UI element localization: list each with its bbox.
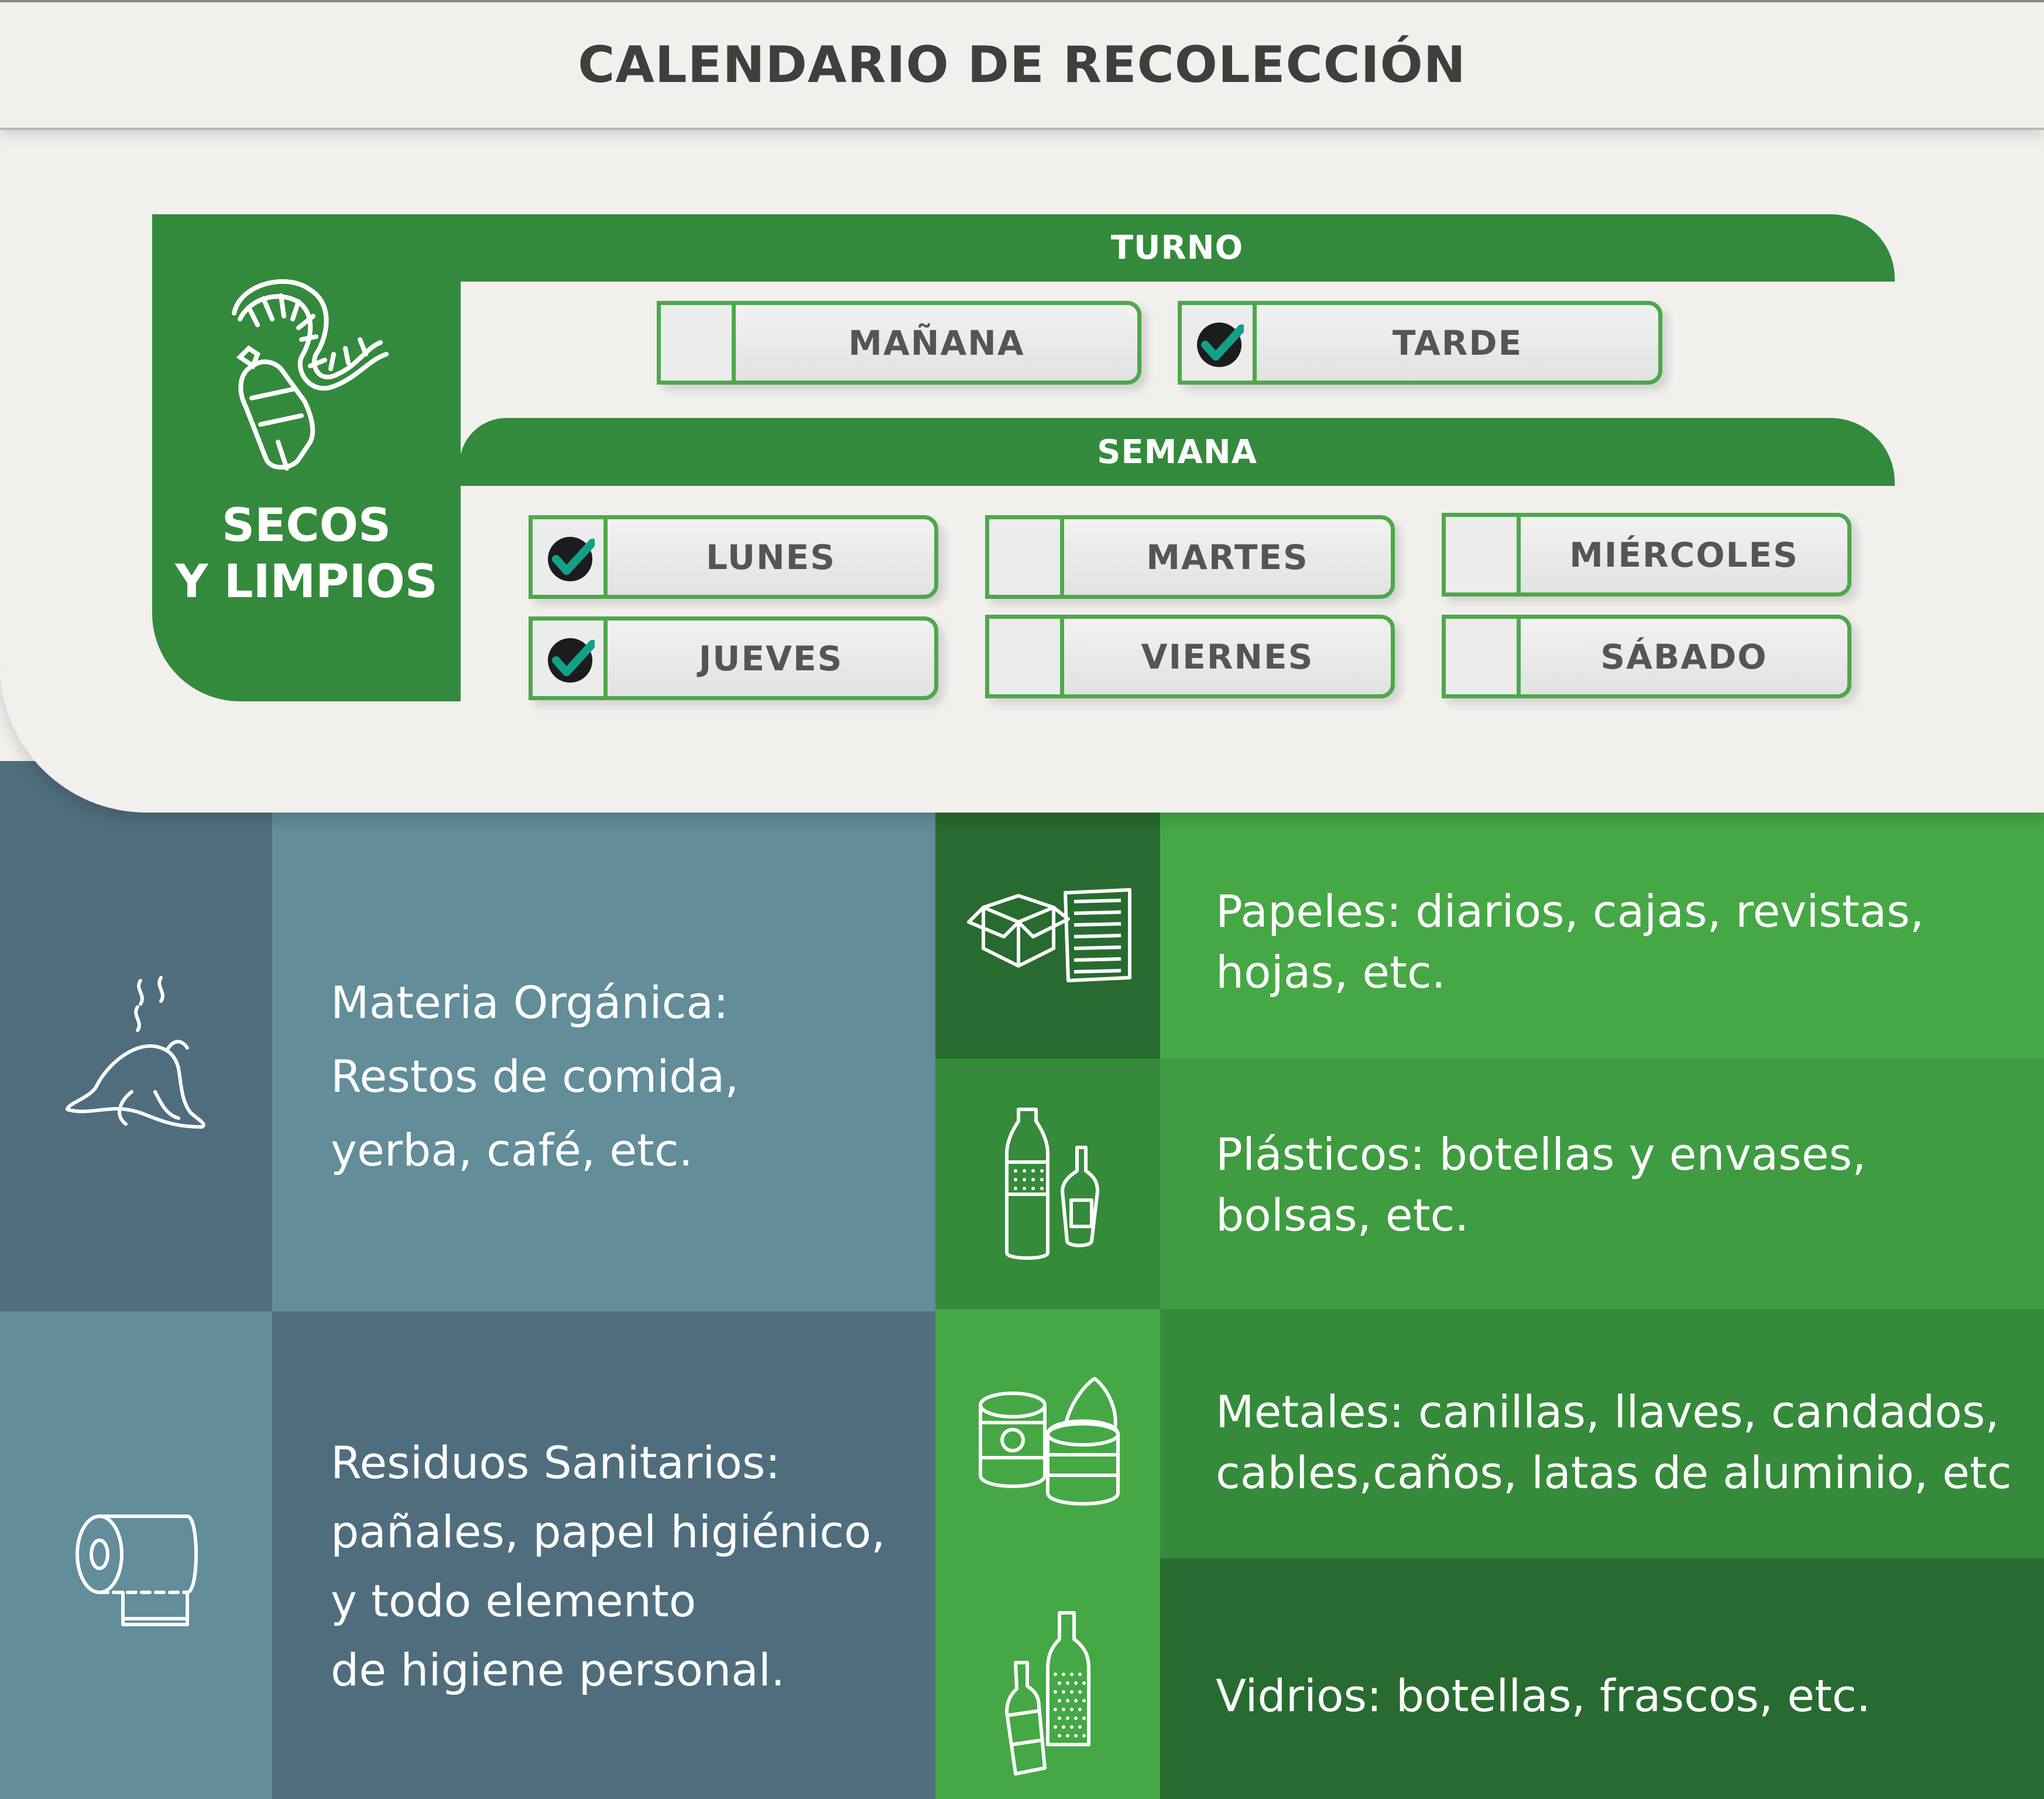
checkmark-icon: [1197, 323, 1244, 367]
checkbox-viernes[interactable]: [989, 619, 1064, 694]
category-line2: Y LIMPIOS: [175, 556, 438, 608]
turno-band: TURNO: [459, 214, 1895, 282]
organic-text-cell: [272, 761, 935, 1311]
plastic-text-cell: [1160, 1058, 2044, 1309]
plastic-description: Plásticos: botellas y envases, bolsas, e…: [1216, 1124, 1866, 1246]
option-tarde-label: TARDE: [1392, 323, 1523, 363]
cans-icon: [979, 1377, 1120, 1506]
category-line1: SECOS: [221, 499, 392, 552]
sanitary-icon-cell: [0, 1311, 272, 1799]
category-panel: [152, 214, 461, 701]
sanitary-line: pañales, papel higiénico,: [331, 1506, 886, 1558]
option-tarde[interactable]: TARDE: [1178, 301, 1662, 385]
checkbox-martes[interactable]: [989, 519, 1064, 595]
day-jueves[interactable]: JUEVES: [529, 616, 938, 700]
organic-line: yerba, café, etc.: [331, 1124, 693, 1176]
toilet-paper-icon: [76, 1514, 198, 1626]
day-lunes[interactable]: LUNES: [529, 515, 938, 599]
banana-peel-icon: [66, 976, 205, 1129]
plastic-bottles-icon: [1005, 1108, 1099, 1260]
recyclable-line: Vidrios: botellas, frascos, etc.: [1216, 1670, 1871, 1722]
day-jueves-label: JUEVES: [698, 638, 843, 679]
semana-label: SEMANA: [1097, 433, 1257, 471]
category-title: SECOS Y LIMPIOS: [152, 498, 461, 610]
checkbox-manana[interactable]: [661, 305, 736, 381]
day-sabado[interactable]: SÁBADO: [1442, 615, 1851, 698]
organic-line: Materia Orgánica:: [331, 976, 729, 1029]
day-martes[interactable]: MARTES: [985, 515, 1395, 599]
glass-description: Vidrios: botellas, frascos, etc.: [1216, 1666, 1871, 1726]
recyclable-line: Metales: canillas, llaves, candados,: [1216, 1386, 2000, 1438]
organic-icon-cell: [0, 761, 272, 1311]
checkbox-lunes[interactable]: [533, 519, 608, 595]
checkbox-tarde[interactable]: [1182, 305, 1257, 381]
checkbox-jueves[interactable]: [533, 621, 608, 696]
day-miercoles[interactable]: MIÉRCOLES: [1442, 513, 1851, 597]
day-viernes[interactable]: VIERNES: [985, 615, 1395, 698]
paper-description: Papeles: diarios, cajas, revistas, hojas…: [1216, 881, 1924, 1003]
checkbox-miercoles[interactable]: [1446, 517, 1521, 592]
page-header: CALENDARIO DE RECOLECCIÓN: [0, 0, 2044, 130]
metal-description: Metales: canillas, llaves, candados, cab…: [1216, 1382, 2012, 1503]
option-manana[interactable]: MAÑANA: [657, 301, 1141, 385]
day-viernes-label: VIERNES: [1141, 636, 1314, 677]
metal-text-cell: [1160, 1309, 2044, 1558]
recyclable-line: hojas, etc.: [1216, 946, 1446, 998]
page-title: CALENDARIO DE RECOLECCIÓN: [578, 36, 1466, 94]
option-manana-label: MAÑANA: [848, 323, 1025, 363]
checkmark-icon: [548, 638, 595, 683]
recyclable-line: bolsas, etc.: [1216, 1189, 1469, 1241]
sanitary-line: Residuos Sanitarios:: [331, 1437, 781, 1489]
checkbox-sabado[interactable]: [1446, 619, 1521, 694]
checkmark-icon: [548, 537, 595, 581]
sanitary-line: de higiene personal.: [331, 1644, 785, 1696]
organic-description: Materia Orgánica: Restos de comida, yerb…: [331, 966, 739, 1187]
day-martes-label: MARTES: [1146, 537, 1309, 577]
recyclable-line: Plásticos: botellas y envases,: [1216, 1128, 1867, 1180]
recyclable-line: Papeles: diarios, cajas, revistas,: [1216, 885, 1925, 937]
glass-bottles-icon: [1005, 1611, 1090, 1776]
day-lunes-label: LUNES: [706, 537, 836, 577]
turno-label: TURNO: [1110, 229, 1244, 267]
day-miercoles-label: MIÉRCOLES: [1569, 534, 1799, 575]
sanitary-description: Residuos Sanitarios: pañales, papel higi…: [331, 1428, 886, 1705]
glass-text-cell: [1160, 1558, 2044, 1799]
organic-line: Restos de comida,: [331, 1050, 739, 1102]
recyclable-line: cables,caños, latas de aluminio, etc: [1216, 1447, 2012, 1499]
day-sabado-label: SÁBADO: [1600, 636, 1768, 677]
semana-band: SEMANA: [459, 418, 1895, 486]
sanitary-text-cell: [272, 1311, 935, 1799]
box-and-paper-icon: [967, 888, 1131, 982]
recycling-bottle-icon: [232, 279, 389, 471]
sanitary-line: y todo elemento: [331, 1575, 697, 1627]
